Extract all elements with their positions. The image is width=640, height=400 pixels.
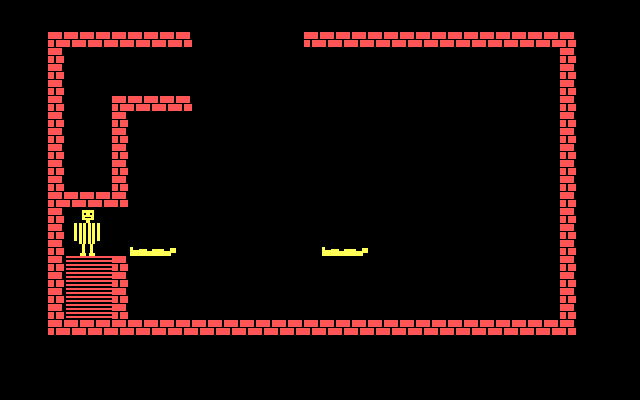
wall-right (560, 32, 576, 335)
stair-step (66, 316, 112, 318)
stair-step (66, 284, 112, 286)
staircase[interactable] (66, 256, 112, 318)
wall-inner-ledge (48, 192, 128, 207)
stair-step (66, 272, 112, 274)
player-guard[interactable] (74, 210, 100, 256)
wall-top-right (304, 32, 576, 47)
brick-walls (48, 32, 576, 335)
wall-inner-vertical (112, 96, 128, 207)
stair-step (66, 308, 112, 310)
fallen-body[interactable] (322, 247, 368, 256)
stair-step (66, 256, 112, 258)
stair-step (66, 300, 112, 302)
stair-step (66, 288, 112, 290)
stair-step (66, 264, 112, 266)
stair-step (66, 312, 112, 314)
wall-inner-top (112, 96, 192, 111)
wall-left (48, 32, 64, 335)
stair-step (66, 292, 112, 294)
stair-step (66, 276, 112, 278)
stair-step (66, 304, 112, 306)
fallen-body[interactable] (130, 247, 176, 256)
stair-step (66, 268, 112, 270)
stair-step (66, 260, 112, 262)
wall-bottom (48, 320, 576, 335)
stair-step (66, 296, 112, 298)
wall-top-left (48, 32, 192, 47)
stair-step (66, 280, 112, 282)
wall-stair-column (112, 256, 128, 320)
